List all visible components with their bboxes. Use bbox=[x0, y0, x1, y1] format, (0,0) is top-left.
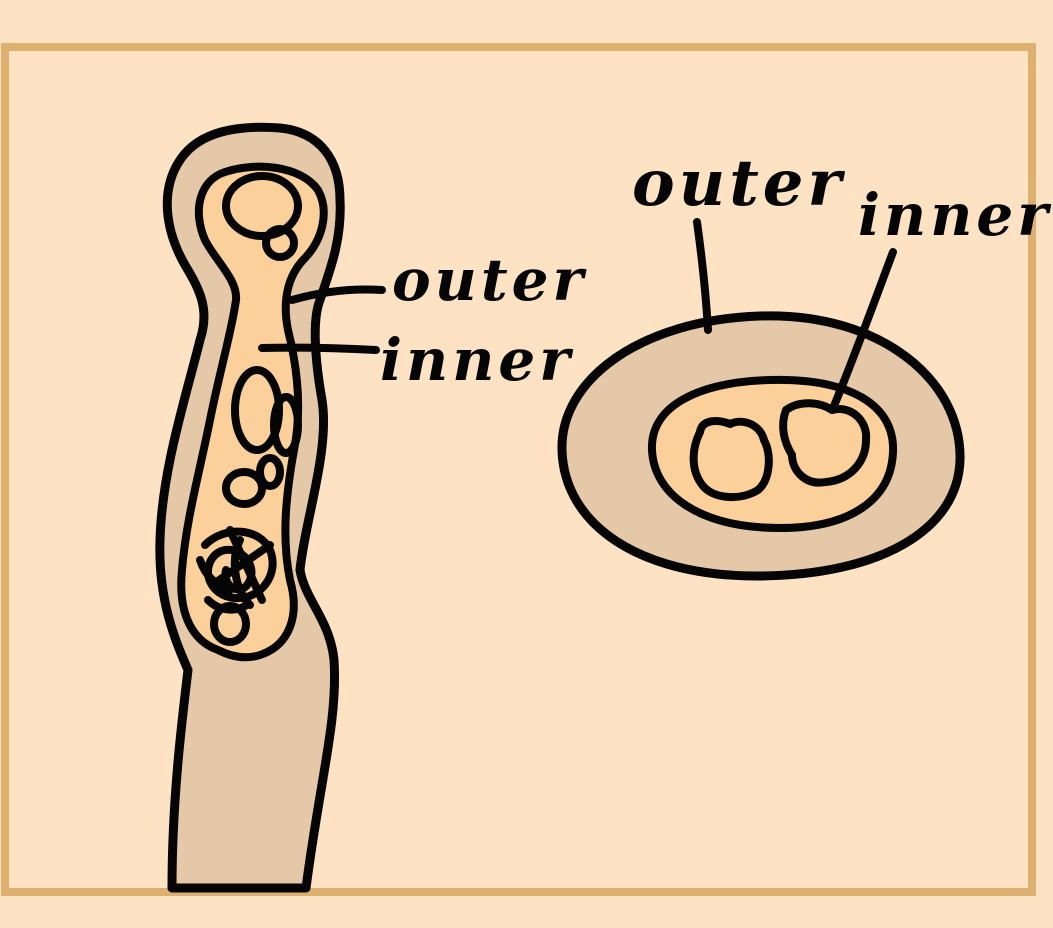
inclusion-blob bbox=[270, 393, 302, 457]
cross-section-inner-lumen bbox=[647, 375, 898, 532]
inclusion-blob bbox=[262, 225, 298, 261]
leader-line-inner bbox=[830, 248, 897, 410]
inclusion-blob bbox=[256, 454, 284, 490]
inclusion-blob bbox=[222, 172, 302, 240]
inclusion-blob bbox=[689, 417, 773, 502]
label-outer-right: outer bbox=[632, 146, 846, 221]
leader-line-outer bbox=[693, 218, 712, 334]
cross-section: outer inner bbox=[557, 146, 1052, 581]
inclusion-blob bbox=[779, 399, 871, 487]
label-outer-left: outer bbox=[392, 246, 588, 314]
tangled-inclusion-cluster bbox=[196, 526, 277, 614]
inclusion-blob bbox=[222, 468, 266, 508]
longitudinal-section: outer inner bbox=[155, 122, 588, 893]
leader-line-inner bbox=[258, 343, 380, 354]
leader-line-outer bbox=[288, 285, 386, 304]
label-inner-right: inner bbox=[858, 181, 1052, 249]
label-inner-left: inner bbox=[380, 326, 574, 394]
